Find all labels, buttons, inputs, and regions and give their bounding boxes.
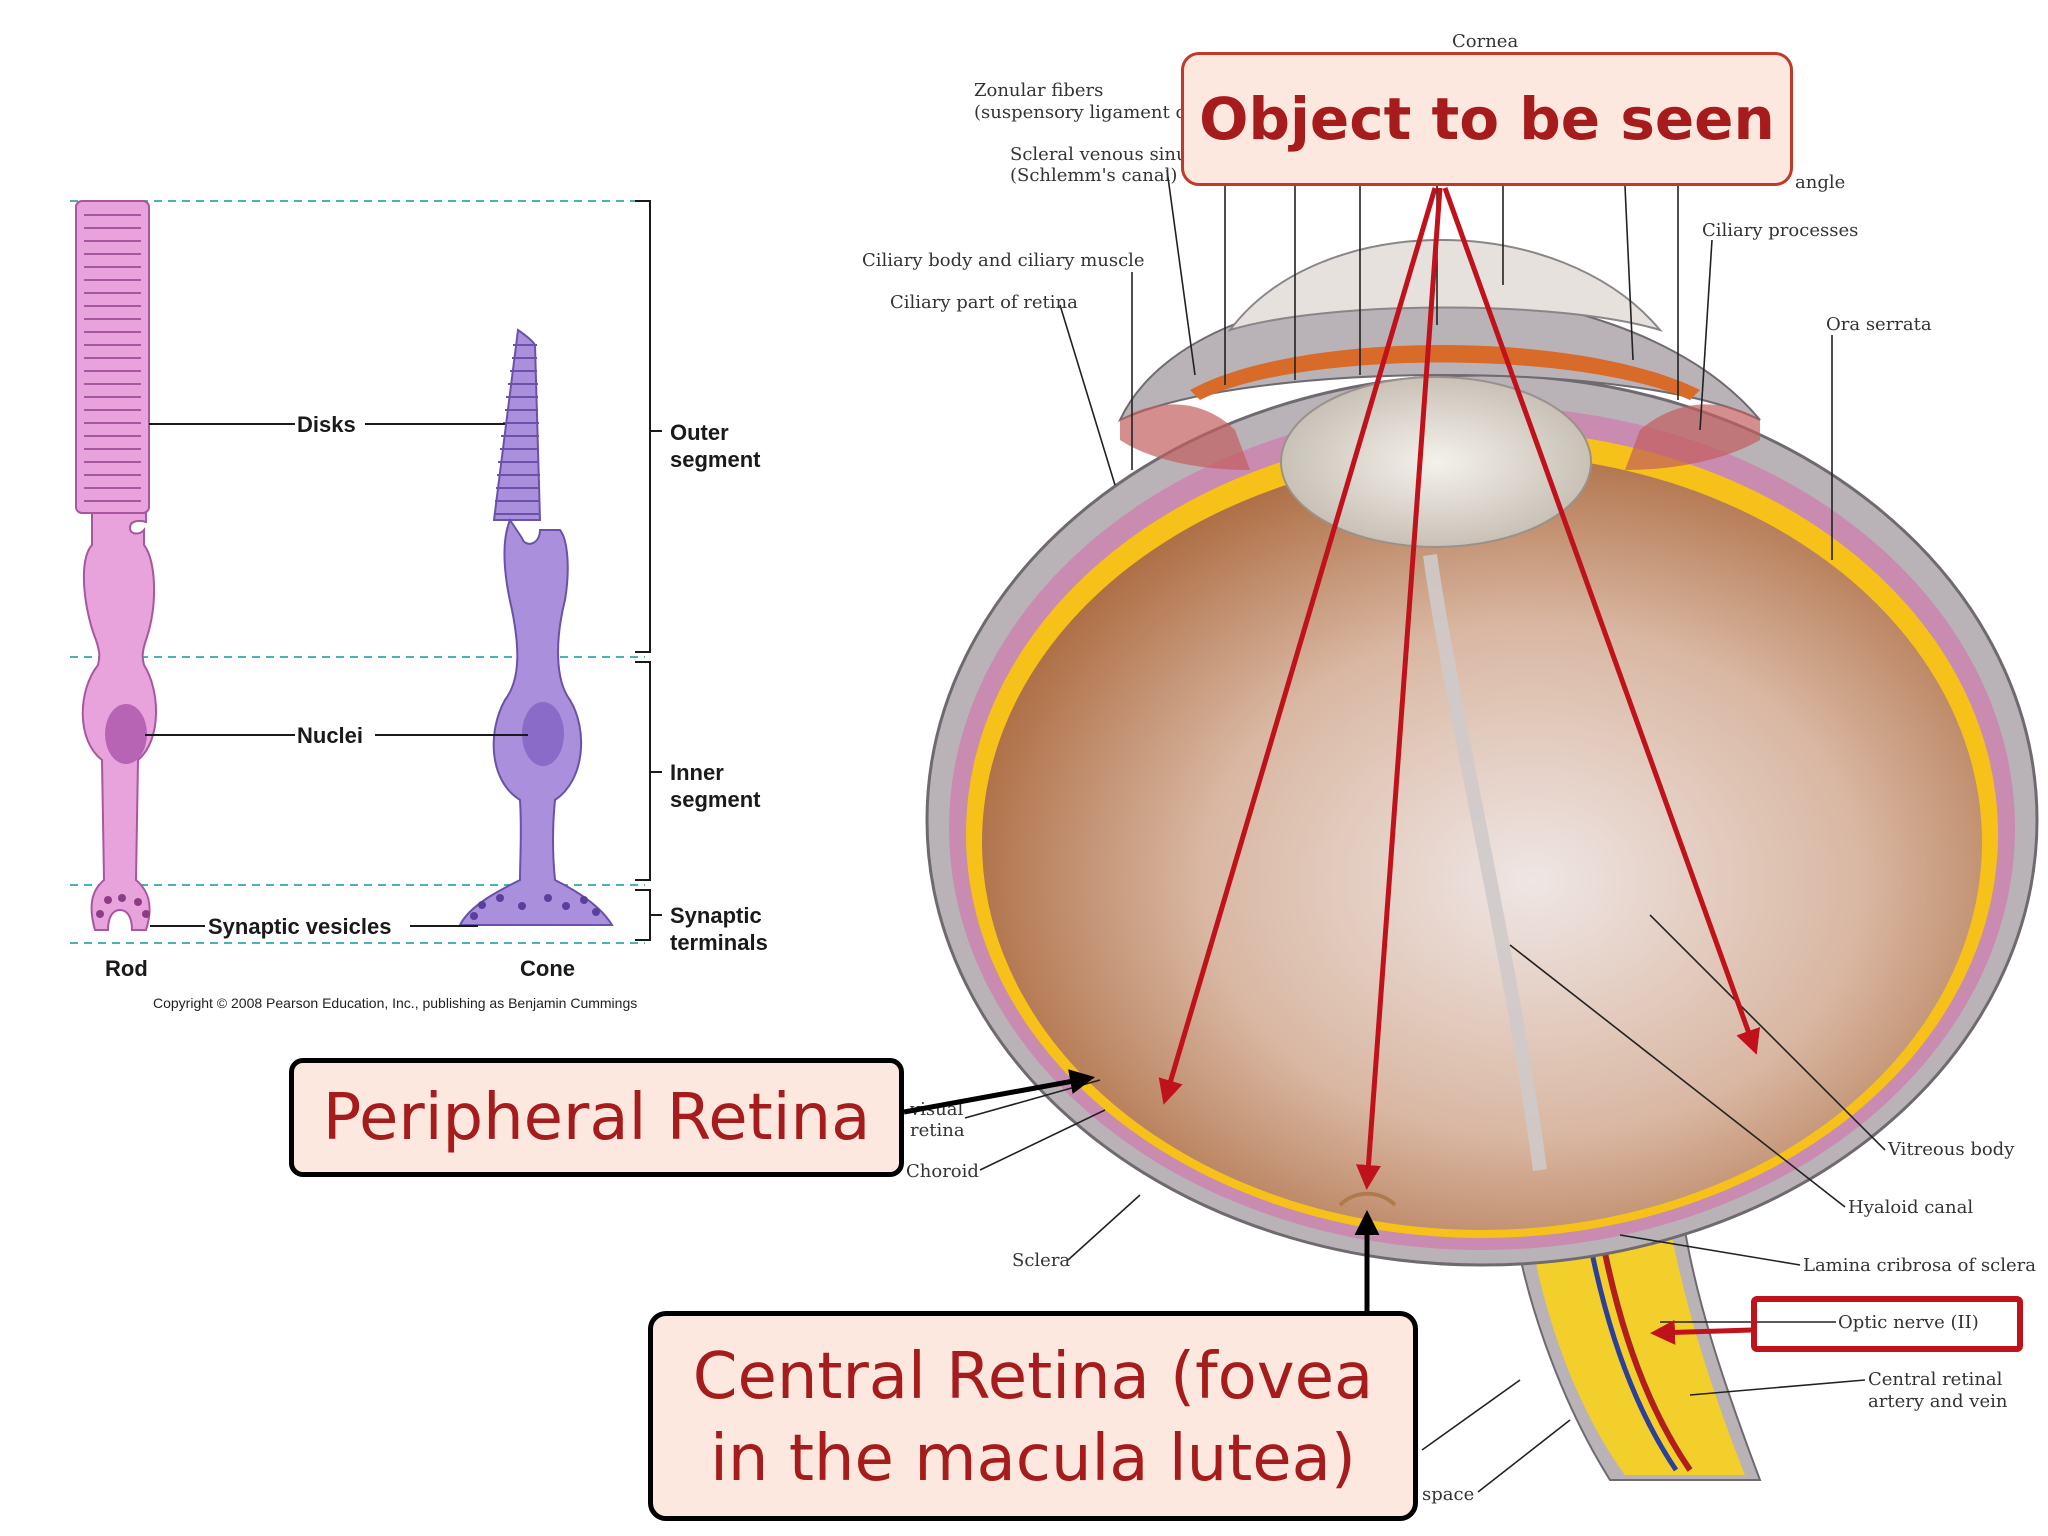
visual-retina-label-line2: retina [910, 1120, 965, 1141]
optic-nerve-highlight-box [1751, 1296, 2023, 1352]
iris [1190, 345, 1700, 400]
light-ray-arrows [1158, 187, 1760, 1190]
optic-nerve [1525, 1195, 1745, 1475]
rod-cell [75, 200, 158, 931]
hyaloid-canal [1423, 554, 1547, 1171]
nuclei-label: Nuclei [297, 723, 363, 748]
cornea-label: Cornea [1452, 31, 1518, 52]
eye-cross-section: Cornea Zonular fibers (suspensory ligame… [862, 31, 2039, 1505]
ciliary-body-right [1625, 404, 1760, 470]
segment-brackets [635, 200, 662, 941]
ciliary-processes-label: Ciliary processes [1702, 220, 1858, 241]
cornea-shape [1227, 239, 1663, 332]
ciliary-body-left [1120, 404, 1250, 470]
photoreceptor-leaders [145, 423, 528, 927]
synaptic-vesicles-label: Synaptic vesicles [208, 914, 391, 939]
eye-leaders [964, 52, 1886, 1493]
ray-arrow-fovea [1355, 187, 1443, 1190]
inner-segment-label-line2: segment [670, 787, 761, 812]
synaptic-terminals-label-line1: Synaptic [670, 903, 762, 928]
peripheral-retina-arrow [903, 1069, 1095, 1115]
ray-arrow-peripheral-right [1442, 187, 1760, 1055]
central-retina-text-line2: in the macula lutea) [710, 1422, 1356, 1496]
rod-label: Rod [105, 956, 148, 981]
central-retina-text-line1: Central Retina (fovea [692, 1340, 1374, 1414]
hyaloid-canal-label: Hyaloid canal [1848, 1197, 1973, 1218]
copyright-notice: Copyright © 2008 Pearson Education, Inc.… [153, 995, 637, 1011]
cone-cell [458, 328, 614, 926]
outer-segment-label-line1: Outer [670, 420, 729, 445]
ray-arrow-peripheral-left [1158, 187, 1438, 1105]
lamina-cribrosa-label: Lamina cribrosa of sclera [1803, 1255, 2036, 1276]
central-retina-callout: Central Retina (fovea in the macula lute… [648, 1311, 1418, 1521]
ora-serrata-label: Ora serrata [1826, 314, 1932, 335]
disks-label: Disks [297, 412, 356, 437]
outer-segment-label-line2: segment [670, 447, 761, 472]
lens [1280, 376, 1592, 548]
sclera-label: Sclera [1012, 1250, 1070, 1271]
space-label: space [1422, 1484, 1474, 1505]
choroid-label: Choroid [906, 1161, 979, 1182]
central-retinal-label-line1: Central retinal [1868, 1369, 2003, 1390]
peripheral-retina-callout: Peripheral Retina [289, 1058, 904, 1177]
vitreous-body-label: Vitreous body [1887, 1139, 2015, 1160]
scleral-venous-sinus-label-line2: (Schlemm's canal) [1010, 165, 1177, 186]
object-to-be-seen-callout: Object to be seen [1181, 52, 1793, 186]
central-retinal-label-line2: artery and vein [1868, 1391, 2008, 1412]
synaptic-terminals-label-line2: terminals [670, 930, 768, 955]
zonular-fibers-label-line1: Zonular fibers [974, 80, 1103, 101]
angle-label: angle [1795, 172, 1845, 193]
peripheral-retina-text: Peripheral Retina [322, 1080, 871, 1155]
optic-nerve-arrow [1650, 1319, 1753, 1345]
photoreceptor-diagram: Disks Nuclei Synaptic vesicles Rod Cone … [70, 200, 768, 1011]
zonular-fibers-label-line2: (suspensory ligament c [974, 102, 1186, 123]
ciliary-body-label: Ciliary body and ciliary muscle [862, 250, 1145, 271]
object-to-be-seen-text: Object to be seen [1199, 85, 1775, 153]
cone-label: Cone [520, 956, 575, 981]
optic-nerve-label: Optic nerve (II) [1838, 1312, 1979, 1333]
scleral-venous-sinus-label-line1: Scleral venous sinu [1010, 144, 1188, 165]
inner-segment-label-line1: Inner [670, 760, 724, 785]
ciliary-part-of-retina-label: Ciliary part of retina [890, 292, 1078, 313]
fovea [1338, 1191, 1397, 1207]
